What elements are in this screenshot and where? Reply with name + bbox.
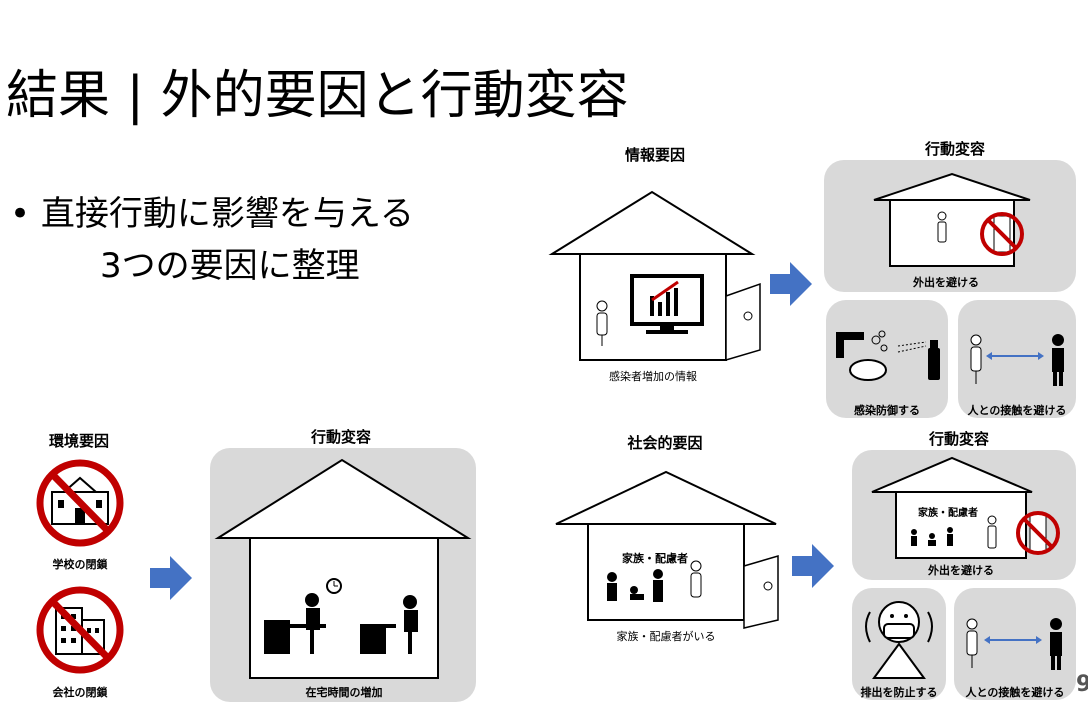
social-emission-panel: 排出を防止する bbox=[852, 588, 946, 700]
slide-title: 結果 | 外的要因と行動変容 bbox=[6, 66, 629, 126]
bullet-line-2: 3つの要因に整理 bbox=[100, 246, 360, 286]
info-contact-panel: 人との接触を避ける bbox=[958, 300, 1076, 418]
info-factor-header: 情報要因 bbox=[624, 146, 685, 164]
company-closure-label: 会社の閉鎖 bbox=[52, 686, 108, 699]
social-inner-label: 家族・配慮者 bbox=[622, 552, 688, 565]
env-home-panel: 在宅時間の増加 bbox=[210, 448, 476, 702]
env-arrow bbox=[150, 556, 192, 600]
social-avoid-outing-panel: 家族・配慮者 外出を避ける bbox=[852, 450, 1076, 580]
social-behavior-inner-label: 家族・配慮者 bbox=[918, 508, 978, 519]
social-avoid-outing-label: 外出を避ける bbox=[928, 564, 994, 577]
info-behavior-header: 行動変容 bbox=[924, 140, 985, 158]
env-behavior-caption: 在宅時間の増加 bbox=[305, 686, 383, 699]
env-factor-header: 環境要因 bbox=[48, 432, 109, 450]
prevent-emission-label: 排出を防止する bbox=[860, 686, 938, 699]
social-avoid-contact-label: 人との接触を避ける bbox=[965, 686, 1065, 699]
info-defense-panel: 感染防御する bbox=[826, 300, 948, 418]
company-prohibit-icon bbox=[36, 586, 124, 674]
social-contact-panel: 人との接触を避ける bbox=[954, 588, 1076, 700]
info-arrow bbox=[770, 262, 812, 306]
school-prohibit-icon bbox=[36, 459, 124, 547]
env-behavior-header: 行動変容 bbox=[310, 428, 371, 446]
social-factor-header: 社会的要因 bbox=[627, 434, 703, 452]
social-factor-caption: 家族・配慮者がいる bbox=[616, 630, 716, 643]
info-avoid-outing-label: 外出を避ける bbox=[913, 276, 979, 289]
info-avoid-contact-label: 人との接触を避ける bbox=[967, 404, 1067, 417]
social-behavior-header: 行動変容 bbox=[928, 430, 989, 448]
school-closure-label: 学校の閉鎖 bbox=[52, 558, 108, 571]
bullet-line-1: • 直接行動に影響を与える bbox=[10, 194, 414, 234]
info-factor-caption: 感染者増加の情報 bbox=[609, 370, 697, 383]
page-number: 9 bbox=[1076, 672, 1088, 697]
social-arrow bbox=[792, 544, 834, 588]
info-house-icon bbox=[548, 190, 761, 362]
info-avoid-outing-panel: 外出を避ける bbox=[824, 160, 1076, 292]
infection-defense-label: 感染防御する bbox=[854, 404, 920, 417]
